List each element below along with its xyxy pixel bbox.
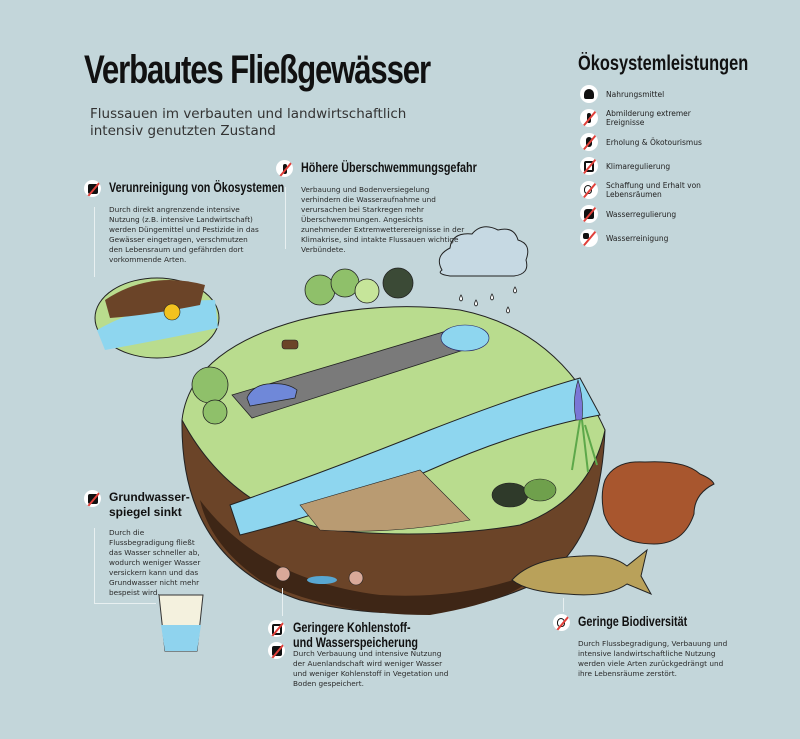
page-subtitle: Flussauen im verbauten und landwirtschaf… [90,106,407,139]
water-regulation-icon [268,642,285,659]
legend-item-water-purification: Wasserreinigung [580,226,750,250]
section-flood-risk: Höhere Überschwemmungsgefahr Verbauung u… [276,160,486,255]
pollution-divider [94,207,95,277]
carbon-connector [282,588,283,616]
pollution-icon [84,180,101,197]
tree-icon [580,181,598,199]
climate-icon [268,620,285,637]
section-pollution: Verunreinigung von Ökosystemen Durch dir… [84,180,284,265]
section-groundwater: Grundwasser-spiegel sinkt Durch die Flus… [84,490,204,598]
section-biodiversity: Geringe Biodiversität Durch Flussbegradi… [553,614,743,679]
food-icon [580,85,598,103]
water-regulation-icon [84,490,101,507]
ecosystem-services-legend: Nahrungsmittel Abmilderung extremer Erei… [580,82,750,250]
legend-item-food: Nahrungsmittel [580,82,750,106]
climate-icon [580,157,598,175]
legend-item-habitat: Schaffung und Erhalt von Lebensräumen [580,178,750,202]
legend-item-recreation: Erholung & Ökotourismus [580,130,750,154]
page-title: Verbautes Fließgewässer [84,48,431,92]
legend-title: Ökosystemleistungen [578,52,749,75]
water-regulation-icon [580,205,598,223]
flood-divider [285,187,286,249]
legend-item-extreme-events: Abmilderung extremer Ereignisse [580,106,750,130]
water-purification-icon [580,229,598,247]
tree-icon [553,614,570,631]
legend-item-water-regulation: Wasserregulierung [580,202,750,226]
extreme-events-icon [580,109,598,127]
rain-cloud-icon [438,226,529,314]
legend-item-climate: Klimaregulierung [580,154,750,178]
groundwater-divider [94,528,95,603]
hiker-icon [580,133,598,151]
groundwater-connector [94,603,156,604]
biodiversity-connector [563,598,564,612]
section-carbon-storage: Geringere Kohlenstoff- und Wasserspeiche… [268,620,468,689]
extreme-events-icon [276,160,293,177]
